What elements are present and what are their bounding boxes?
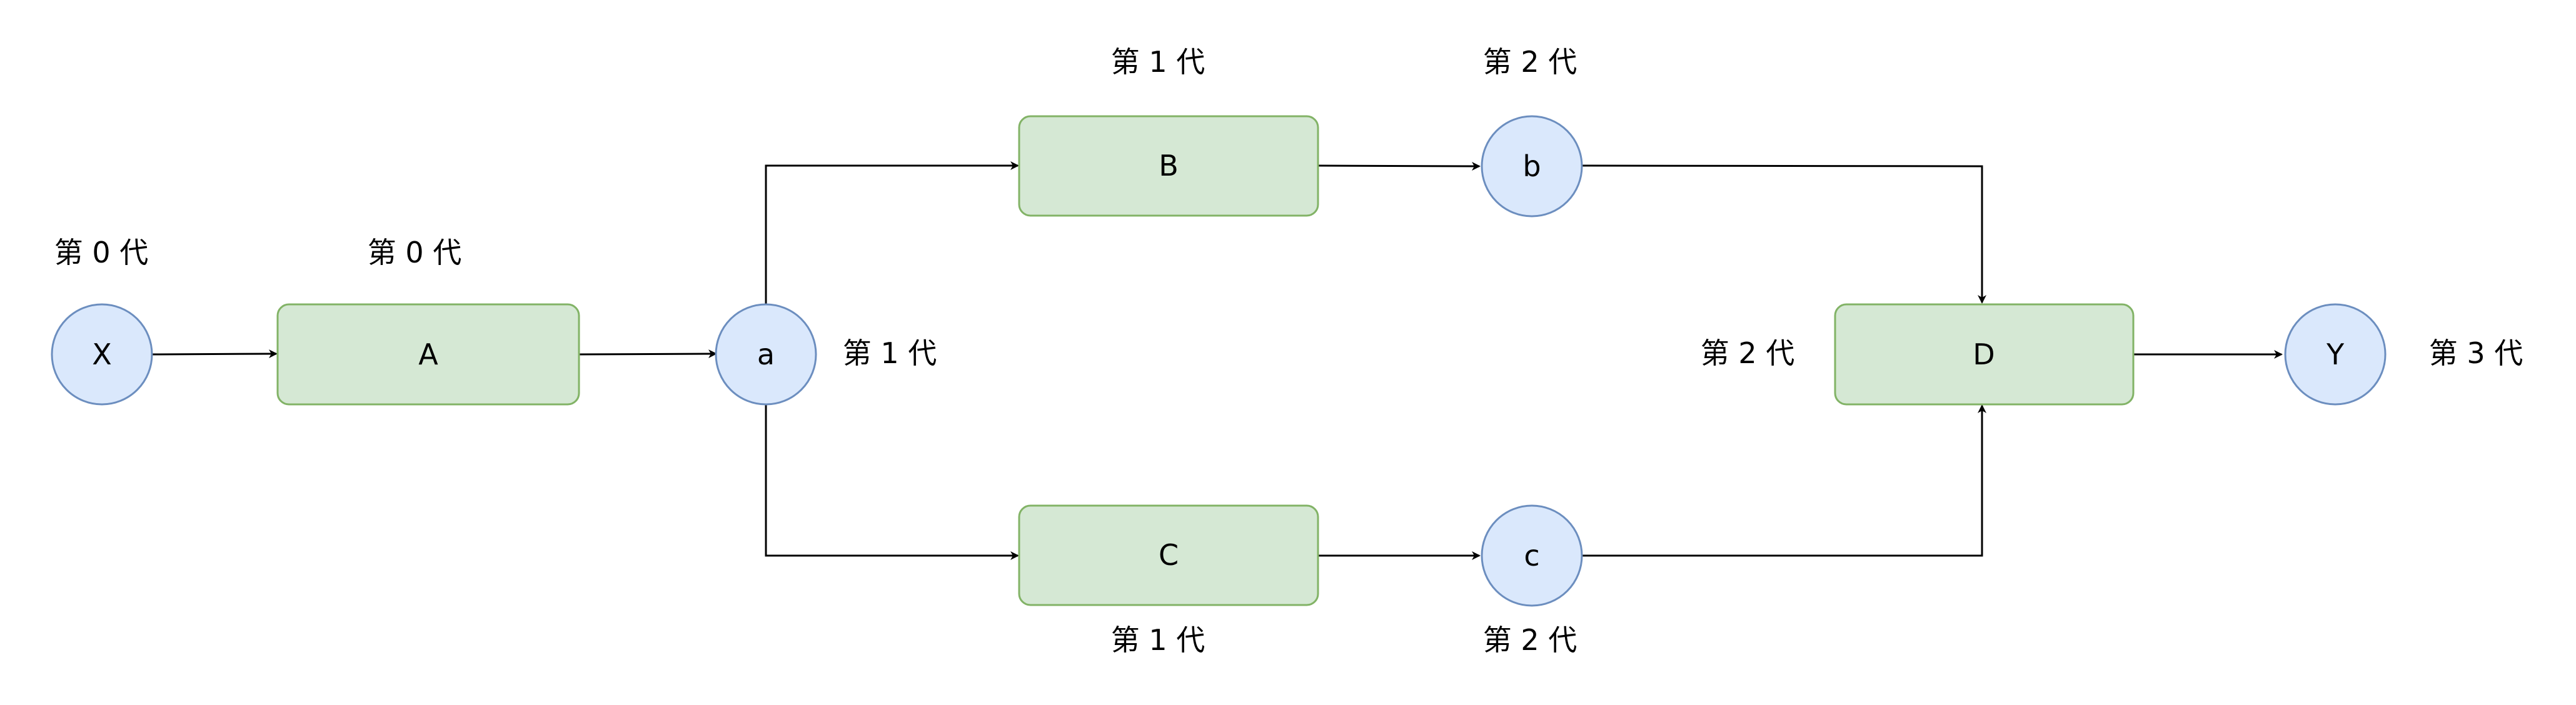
- node-x-label: X: [92, 338, 112, 371]
- gen-label-c-box: 第 1 代: [1111, 623, 1205, 657]
- edge-a-node-to-b-box: [765, 161, 1019, 304]
- gen-label-b-node: 第 2 代: [1483, 45, 1577, 79]
- node-b-circle[interactable]: b: [1481, 115, 1583, 218]
- node-b-circle-label: b: [1522, 149, 1541, 183]
- node-c-circle[interactable]: c: [1481, 504, 1583, 607]
- gen-label-a-node: 第 1 代: [843, 336, 937, 370]
- edge-c-node-to-d-box: [1582, 404, 1986, 557]
- node-c-box-rect: [1018, 504, 1319, 606]
- node-a-circle-label: a: [757, 338, 775, 371]
- gen-label-y: 第 3 代: [2429, 336, 2523, 370]
- node-y[interactable]: Y: [2284, 303, 2387, 406]
- node-x[interactable]: X: [51, 303, 153, 406]
- node-y-label: Y: [2326, 338, 2345, 371]
- edge-b-node-to-d-box: [1581, 164, 1986, 304]
- node-c-box-label: C: [1159, 538, 1179, 572]
- gen-label-b-box: 第 1 代: [1111, 45, 1205, 79]
- node-c-circle-label: c: [1524, 539, 1539, 572]
- node-a-circle[interactable]: a: [715, 303, 817, 406]
- node-b-box-label: B: [1159, 149, 1179, 182]
- node-a-circle-shape: [715, 303, 817, 406]
- node-c-box[interactable]: C: [1018, 504, 1319, 606]
- node-b-box[interactable]: B: [1018, 115, 1319, 217]
- node-a-box-rect: [276, 303, 580, 406]
- gen-label-x: 第 0 代: [54, 236, 149, 269]
- node-y-circle: [2284, 303, 2387, 406]
- gen-label-c-node: 第 2 代: [1483, 623, 1577, 657]
- edge-a-node-to-c-box: [765, 404, 1019, 560]
- gen-label-d-box: 第 2 代: [1701, 336, 1795, 370]
- gen-label-a-box: 第 0 代: [368, 236, 462, 269]
- nodes: X A a B b C c: [51, 115, 2387, 607]
- node-d-box-rect: [1834, 303, 2135, 406]
- node-c-circle-shape: [1481, 504, 1583, 607]
- node-x-circle: [51, 303, 153, 406]
- generation-labels: 第 0 代 第 0 代 第 1 代 第 1 代 第 2 代 第 1 代 第 2 …: [54, 45, 2523, 657]
- node-d-box[interactable]: D: [1834, 303, 2135, 406]
- node-a-box[interactable]: A: [276, 303, 580, 406]
- node-b-box-rect: [1018, 115, 1319, 217]
- edges: [151, 161, 2283, 560]
- node-a-box-label: A: [418, 338, 438, 371]
- node-b-circle-shape: [1481, 115, 1583, 218]
- node-d-box-label: D: [1973, 338, 1995, 371]
